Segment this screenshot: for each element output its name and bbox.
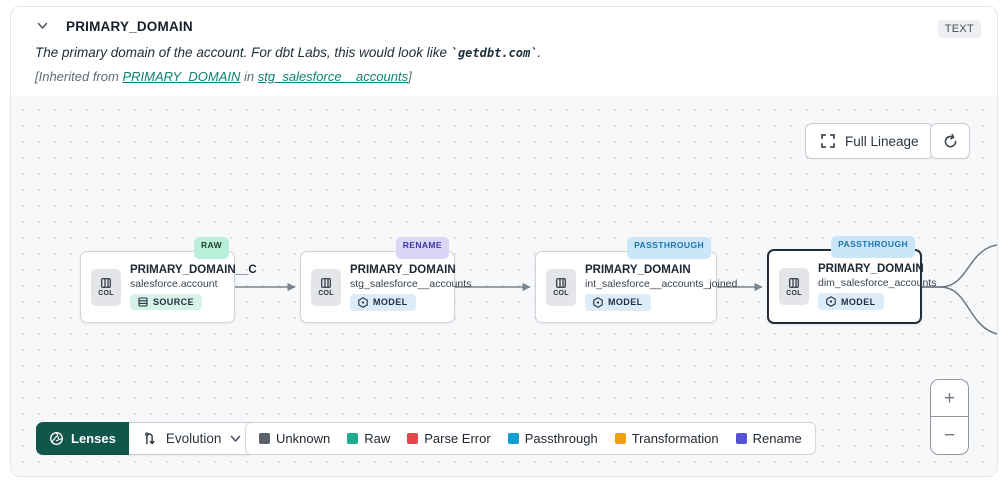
collapse-chevron-icon[interactable] <box>35 20 50 32</box>
node-column-name: PRIMARY_DOMAIN <box>585 263 691 276</box>
resource-type-badge: SOURCE <box>130 294 202 310</box>
inherited-column-link[interactable]: PRIMARY_DOMAIN <box>122 69 241 84</box>
node-column-name: PRIMARY_DOMAIN__C <box>130 264 257 276</box>
evolution-icon <box>144 432 155 445</box>
columns-icon <box>789 277 799 288</box>
columns-icon <box>321 278 331 288</box>
legend-item-unknown: Unknown <box>259 431 330 446</box>
evolution-tag: PASSTHROUGH <box>831 236 915 258</box>
column-icon-box: COL <box>779 268 809 305</box>
legend-swatch <box>347 433 359 444</box>
inherited-note: [Inherited from PRIMARY_DOMAIN in stg_sa… <box>35 69 412 84</box>
evolution-tag: RENAME <box>395 237 449 259</box>
zoom-out-button[interactable]: − <box>931 417 968 454</box>
model-icon <box>826 296 836 307</box>
legend-swatch <box>735 433 747 444</box>
source-icon <box>138 297 148 307</box>
lenses-control: Lenses Evolution <box>36 422 256 455</box>
lineage-node-staging[interactable]: RENAME COL PRIMARY_DOMAIN stg_salesforce… <box>300 237 472 323</box>
model-icon <box>593 296 603 308</box>
resource-type-badge: MODEL <box>818 293 884 310</box>
columns-icon <box>101 278 111 288</box>
zoom-controls: + − <box>930 379 969 455</box>
node-column-name: PRIMARY_DOMAIN <box>818 263 924 275</box>
inline-code: `getdbt.com` <box>450 46 538 60</box>
node-model-name: salesforce.account <box>130 278 218 290</box>
full-lineage-button[interactable]: Full Lineage <box>805 123 934 159</box>
refresh-button[interactable] <box>930 123 970 159</box>
lineage-node-intermediate[interactable]: PASSTHROUGH COL PRIMARY_DOMAIN int_sales… <box>535 237 738 323</box>
column-description: The primary domain of the account. For d… <box>35 45 542 60</box>
legend-item-parse-error: Parse Error <box>407 431 491 446</box>
lens-aperture-icon <box>50 432 63 445</box>
lineage-canvas[interactable]: Full Lineage RAW COL PRIMARY_DOMAIN__C s… <box>11 96 997 476</box>
evolution-tag: PASSTHROUGH <box>627 237 711 259</box>
legend-swatch <box>407 433 419 444</box>
legend-item-passthrough: Passthrough <box>507 431 598 446</box>
legend-swatch <box>614 433 626 444</box>
node-column-name: PRIMARY_DOMAIN <box>350 263 456 276</box>
refresh-icon <box>944 133 956 147</box>
legend-item-rename: Rename <box>735 431 802 446</box>
lineage-node-source[interactable]: RAW COL PRIMARY_DOMAIN__C salesforce.acc… <box>80 237 257 323</box>
column-icon-box: COL <box>546 268 576 306</box>
column-icon-box: COL <box>311 268 341 306</box>
legend-item-raw: Raw <box>347 431 390 446</box>
column-title: PRIMARY_DOMAIN <box>66 18 193 34</box>
column-icon-box: COL <box>91 268 121 306</box>
legend-swatch <box>259 433 270 444</box>
resource-type-badge: MODEL <box>585 293 651 311</box>
legend-swatch <box>507 433 519 444</box>
column-lineage-panel: PRIMARY_DOMAIN TEXT The primary domain o… <box>10 6 998 477</box>
legend-item-transformation: Transformation <box>614 431 719 446</box>
node-model-name: int_salesforce__accounts_joined <box>585 277 738 290</box>
zoom-in-button[interactable]: + <box>931 380 968 417</box>
node-model-name: stg_salesforce__accounts <box>350 277 472 290</box>
columns-icon <box>556 278 566 288</box>
lineage-node-dim-selected[interactable]: PASSTHROUGH COL PRIMARY_DOMAIN dim_sales… <box>767 236 937 324</box>
resource-type-badge: MODEL <box>350 293 416 311</box>
evolution-tag: RAW <box>193 237 229 259</box>
chevron-down-icon <box>231 435 241 442</box>
column-header: PRIMARY_DOMAIN TEXT The primary domain o… <box>11 7 997 95</box>
lenses-button[interactable]: Lenses <box>36 422 129 455</box>
inherited-model-link[interactable]: stg_salesforce__accounts <box>257 69 409 84</box>
node-model-name: dim_salesforce_accounts <box>818 277 937 289</box>
lens-dropdown[interactable]: Evolution <box>128 422 256 455</box>
fullscreen-icon <box>821 134 835 148</box>
evolution-legend: Unknown Raw Parse Error Passthrough Tran… <box>245 422 816 455</box>
model-icon <box>358 296 368 308</box>
column-type-badge: TEXT <box>937 20 981 38</box>
